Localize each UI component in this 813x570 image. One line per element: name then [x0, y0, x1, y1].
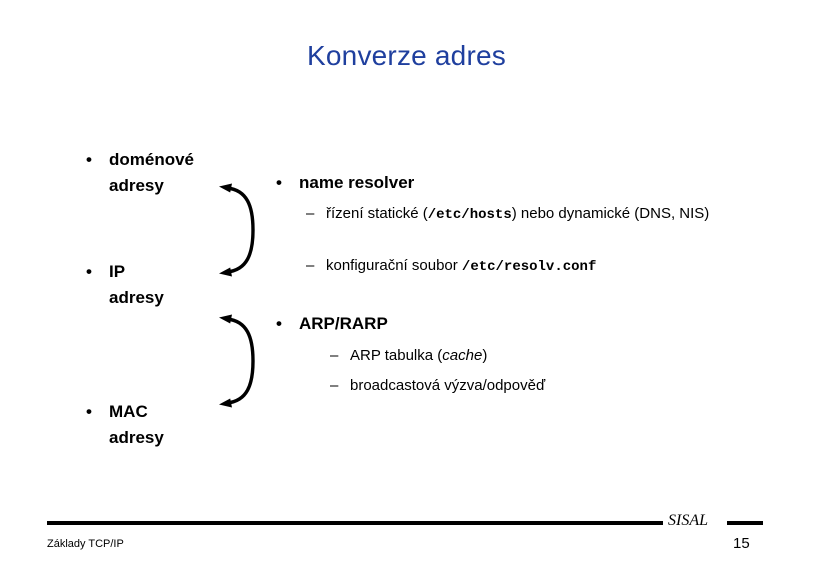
list-item-mac-adresy: • MAC adresy	[86, 399, 164, 451]
list-item-label: doménové adresy	[109, 150, 195, 195]
dash-icon: –	[306, 257, 315, 274]
sub-item-arp-tabulka: – ARP tabulka (cache)	[330, 345, 750, 367]
text-span: )	[482, 347, 488, 364]
footer-caption: Základy TCP/IP	[47, 538, 124, 550]
footer-brand: SISAL	[668, 512, 708, 529]
text-span: konfigurační soubor	[326, 257, 462, 274]
page-title: Konverze adres	[307, 40, 506, 71]
emphasis-span: cache	[442, 347, 483, 364]
dash-icon: –	[330, 347, 339, 364]
dash-icon: –	[306, 205, 315, 222]
list-item-label: IP adresy	[109, 262, 164, 307]
list-item-label: MAC adresy	[109, 402, 164, 447]
sub-item-label: řízení statické (/etc/hosts) nebo dynami…	[326, 203, 709, 226]
page-number: 15	[733, 535, 750, 552]
sub-item-konfiguracni-soubor: – konfigurační soubor /etc/resolv.conf	[306, 255, 766, 278]
list-item-arp-rarp: • ARP/RARP	[276, 311, 388, 337]
sub-item-broadcastova-vyzva: – broadcastová výzva/odpověď	[330, 375, 750, 397]
text-span: ARP tabulka (	[350, 347, 443, 364]
code-span: /etc/hosts	[427, 207, 512, 223]
sub-item-label: broadcastová výzva/odpověď	[350, 375, 545, 397]
domenove-ip-arrow-icon	[219, 183, 255, 277]
bullet-icon: •	[86, 150, 92, 169]
sub-item-label: ARP tabulka (cache)	[350, 345, 487, 367]
bullet-icon: •	[276, 314, 282, 333]
list-item-label: ARP/RARP	[299, 314, 388, 333]
dash-icon: –	[330, 377, 339, 394]
sub-item-label: konfigurační soubor /etc/resolv.conf	[326, 255, 596, 278]
bullet-icon: •	[86, 402, 92, 421]
footer-rule	[47, 521, 663, 525]
list-item-label: name resolver	[299, 173, 415, 192]
sub-item-rizeni-staticke: – řízení statické (/etc/hosts) nebo dyna…	[306, 203, 766, 226]
bullet-icon: •	[276, 173, 282, 192]
ip-mac-arrow-icon	[219, 314, 255, 408]
list-item-ip-adresy: • IP adresy	[86, 259, 164, 311]
footer-rule-tail	[727, 521, 763, 525]
bullet-icon: •	[86, 262, 92, 281]
text-span: řízení statické (	[326, 205, 428, 222]
code-span: /etc/resolv.conf	[461, 259, 597, 275]
text-span: broadcastová výzva/odpověď	[350, 377, 546, 394]
text-span: ) nebo dynamické (DNS, NIS)	[511, 205, 710, 222]
list-item-domenove-adresy: • doménové adresy	[86, 147, 194, 199]
list-item-name-resolver: • name resolver	[276, 170, 414, 196]
